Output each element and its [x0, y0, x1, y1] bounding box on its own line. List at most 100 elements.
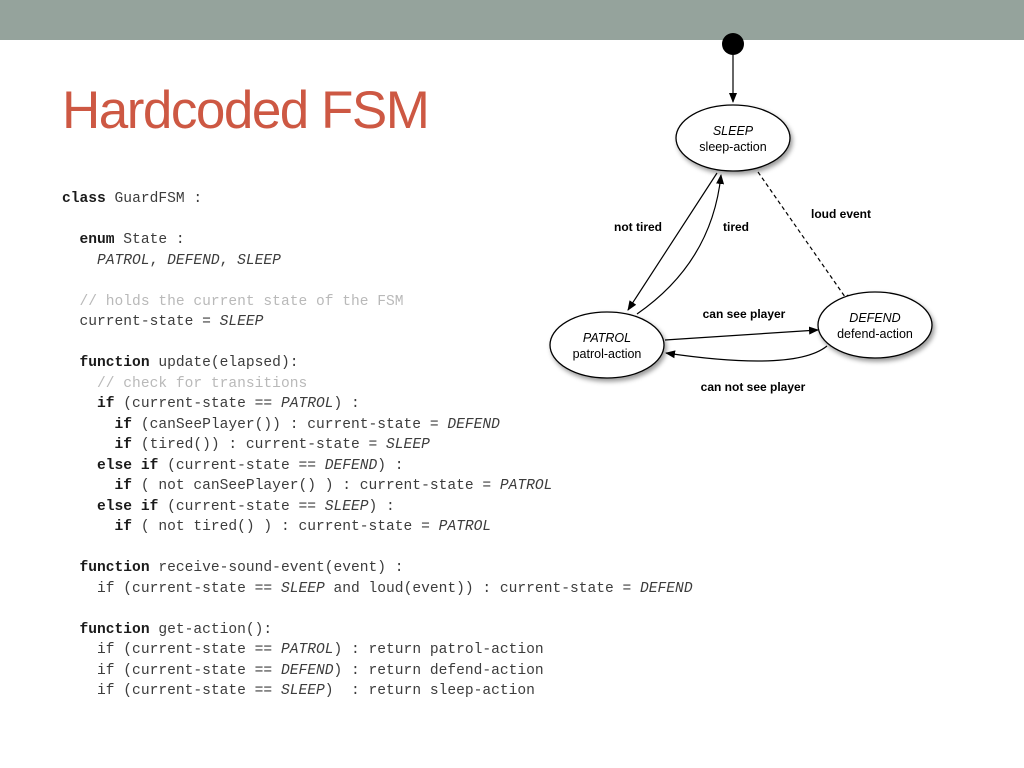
code-text: (current-state == [114, 396, 281, 412]
code-enum-value: SLEEP [237, 252, 281, 269]
code-line: if ( not canSeePlayer() ) : current-stat… [62, 476, 693, 497]
state-sleep: SLEEP sleep-action [675, 104, 791, 172]
code-line: if (current-state == DEFEND) : return de… [62, 661, 693, 682]
transition-patrol-to-sleep-arrow [636, 174, 725, 315]
code-line: else if (current-state == SLEEP) : [62, 497, 693, 518]
code-keyword: if [114, 437, 133, 453]
code-text: ( not tired() ) : current-state = [132, 519, 439, 535]
code-text: if (current-state == [97, 662, 281, 679]
transition-defend-to-patrol-arrow [665, 345, 828, 362]
code-text: ) : return patrol-action [333, 642, 544, 658]
code-enum-value: PATROL [280, 642, 334, 658]
transition-sleep-to-patrol-arrow [627, 172, 718, 311]
code-keyword: if [114, 478, 133, 494]
transition-patrol-to-defend-arrow [664, 326, 819, 341]
code-text: , [219, 252, 238, 269]
state-patrol: PATROL patrol-action [549, 311, 665, 379]
code-text: if (current-state == [97, 580, 281, 597]
code-line: if (current-state == PATROL) : [62, 394, 693, 415]
code-keyword: if [97, 396, 115, 412]
state-defend: DEFEND defend-action [817, 291, 933, 359]
code-text: update(elapsed): [149, 355, 299, 371]
code-line: function get-action(): [62, 620, 693, 641]
code-keyword: class [62, 191, 106, 207]
code-line: if (current-state == SLEEP) : return sle… [62, 681, 693, 702]
code-keyword: function [79, 355, 150, 371]
code-line: if ( not tired() ) : current-state = PAT… [62, 517, 693, 538]
code-keyword: enum [79, 232, 115, 248]
slide-title: Hardcoded FSM [62, 81, 430, 140]
code-enum-value: SLEEP [280, 683, 325, 699]
transition-label-not-tired: not tired [614, 220, 662, 234]
code-text: State : [114, 232, 185, 248]
code-line: // check for transitions [62, 374, 693, 395]
code-text: if (current-state == [97, 683, 281, 699]
code-enum-value: DEFEND [280, 662, 334, 679]
code-keyword: else if [97, 498, 159, 515]
code-enum-value: PATROL [280, 396, 334, 412]
code-line: current-state = SLEEP [62, 312, 693, 333]
code-enum-value: PATROL [438, 519, 492, 535]
code-listing: class GuardFSM : enum State : PATROL, DE… [62, 189, 693, 702]
code-text: , [149, 252, 168, 269]
state-sleep-name: SLEEP [713, 124, 754, 138]
code-keyword: if [114, 416, 133, 433]
top-bar [0, 0, 1024, 40]
code-line: class GuardFSM : [62, 189, 693, 210]
code-comment: // holds the current state of the FSM [79, 293, 404, 310]
state-defend-ellipse [817, 291, 933, 359]
transition-label-can-not-see-player: can not see player [701, 380, 806, 394]
code-enum-value: DEFEND [324, 457, 378, 474]
code-line: if (current-state == PATROL) : return pa… [62, 640, 693, 661]
code-text: (current-state == [158, 457, 325, 474]
code-line: enum State : [62, 230, 693, 251]
code-line: PATROL, DEFEND, SLEEP [62, 251, 693, 272]
code-enum-value: SLEEP [280, 580, 325, 597]
code-line: else if (current-state == DEFEND) : [62, 456, 693, 477]
transition-label-loud-event: loud event [811, 207, 871, 221]
code-enum-value: DEFEND [167, 252, 220, 269]
code-enum-value: PATROL [499, 478, 553, 494]
code-line: // holds the current state of the FSM [62, 292, 693, 313]
code-text: current-state = [79, 314, 220, 330]
transition-label-tired: tired [723, 220, 749, 234]
code-enum-value: SLEEP [386, 437, 430, 453]
state-defend-name: DEFEND [849, 311, 900, 325]
code-text: ) : [333, 396, 360, 412]
code-text: (canSeePlayer()) : current-state = [132, 416, 448, 433]
state-patrol-name: PATROL [583, 331, 631, 345]
code-line: if (canSeePlayer()) : current-state = DE… [62, 415, 693, 436]
state-sleep-ellipse [675, 104, 791, 172]
code-text: ( not canSeePlayer() ) : current-state = [132, 478, 500, 494]
code-line: if (current-state == SLEEP and loud(even… [62, 579, 693, 600]
state-patrol-ellipse [549, 311, 665, 379]
code-enum-value: DEFEND [447, 416, 500, 433]
code-text: ) : [377, 457, 404, 474]
state-patrol-action: patrol-action [573, 347, 642, 361]
code-text: receive-sound-event(event) : [149, 560, 404, 576]
code-keyword: function [79, 560, 150, 576]
code-enum-value: DEFEND [640, 580, 693, 597]
code-text: (tired()) : current-state = [132, 437, 387, 453]
code-text: get-action(): [149, 621, 273, 638]
transition-label-can-see-player: can see player [703, 307, 786, 321]
state-sleep-action: sleep-action [699, 140, 766, 154]
code-text: ) : return sleep-action [324, 683, 535, 699]
code-line: if (tired()) : current-state = SLEEP [62, 435, 693, 456]
code-keyword: function [79, 621, 150, 638]
code-text: ) : [368, 498, 395, 515]
code-comment: // check for transitions [97, 375, 308, 392]
code-text: and loud(event)) : current-state = [324, 580, 641, 597]
code-text: if (current-state == [97, 642, 281, 658]
code-keyword: else if [97, 457, 159, 474]
code-line: function receive-sound-event(event) : [62, 558, 693, 579]
code-text: (current-state == [158, 498, 325, 515]
transition-sleep-to-defend-arrow [757, 171, 851, 305]
code-enum-value: SLEEP [219, 314, 264, 330]
initial-state-dot [722, 33, 744, 55]
code-text: ) : return defend-action [333, 662, 544, 679]
code-keyword: if [114, 519, 133, 535]
code-enum-value: PATROL [97, 252, 150, 269]
code-enum-value: SLEEP [324, 498, 369, 515]
